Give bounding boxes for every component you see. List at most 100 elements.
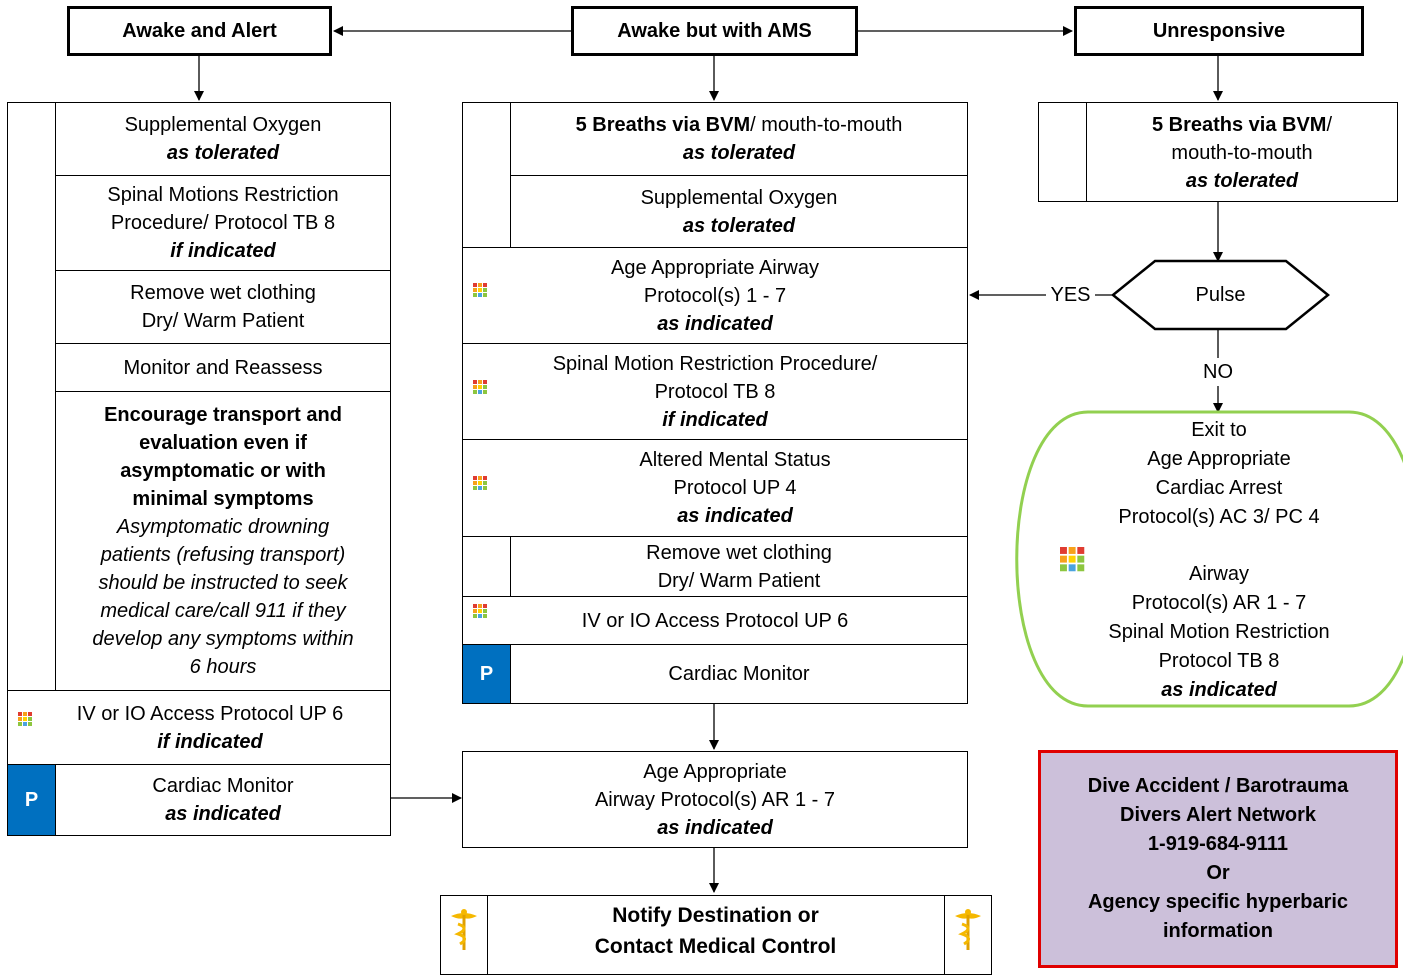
middle-oxygen-qualifier: as tolerated [682,214,796,237]
left-spinal-line2: Procedure/ Protocol TB 8 [110,212,336,234]
exit-airway-spinal: Airway Protocol(s) AR 1 - 7 Spinal Motio… [1060,560,1378,705]
middle-cardiac-monitor: Cardiac Monitor [510,645,968,703]
dive-line: information [1163,920,1273,942]
middle-spinal-qualifier: if indicated [662,408,768,431]
middle-breaths-line: 5 Breaths via BVM/ mouth-to-mouth [576,111,903,139]
left-wet-line2: Dry/ Warm Patient [141,310,305,332]
middle-airway-line2: Protocol(s) 1 - 7 [643,284,787,307]
middle-iv-io-access: IV or IO Access Protocol UP 6 [480,597,950,644]
left-spinal-qualifier: if indicated [170,240,276,262]
exit-qualifier: as indicated [1161,679,1277,701]
exit-cardiac-arrest: Exit to Age Appropriate Cardiac Arrest P… [1060,416,1378,532]
paramedic-badge: P [8,765,55,835]
left-oxygen-qualifier: as tolerated [166,142,280,164]
left-remove-wet-clothing: Remove wet clothing Dry/ Warm Patient [55,271,391,343]
encourage-line: evaluation even if [139,432,307,454]
middle-ams-line2: Protocol UP 4 [673,477,797,499]
dive-line: Dive Accident / Barotrauma [1087,775,1349,797]
no-text: NO [1203,361,1233,383]
caduceus-icon [953,908,983,952]
color-grid-icon [1060,547,1086,573]
middle-spinal-restriction: Spinal Motion Restriction Procedure/ Pro… [480,344,950,439]
breaths-bold: 5 Breaths via BVM [575,114,751,136]
notify-destination: Notify Destination or Contact Medical Co… [487,898,944,964]
dive-accident-box: Dive Accident / Barotrauma Divers Alert … [1038,750,1398,968]
right-five-breaths: 5 Breaths via BVM/ mouth-to-mouth as tol… [1086,110,1398,196]
right-breaths-line1: 5 Breaths via BVM/ [1152,111,1332,139]
left-cardiac-monitor: Cardiac Monitor as indicated [55,765,391,835]
left-oxygen-title: Supplemental Oxygen [124,114,322,136]
left-iv-io-access: IV or IO Access Protocol UP 6 if indicat… [40,691,380,764]
notify-line2: Contact Medical Control [594,935,837,958]
color-grid-icon [473,380,488,395]
exit-line: Spinal Motion Restriction [1108,621,1330,643]
header-unresponsive: Unresponsive [1074,6,1364,56]
breaths-rest: / [1326,114,1333,136]
dive-line: Or [1206,862,1230,884]
left-encourage-transport: Encourage transport and evaluation even … [55,392,391,690]
airway-final-line1: Age Appropriate [643,760,787,783]
middle-altered-mental-status: Altered Mental Status Protocol UP 4 as i… [500,440,970,536]
exit-line: Age Appropriate [1147,448,1291,470]
left-cardiac-qualifier: as indicated [165,803,281,825]
encourage-line: minimal symptoms [132,488,314,510]
color-grid-icon [18,712,33,727]
middle-iv-title: IV or IO Access Protocol UP 6 [581,609,849,632]
dive-line: Divers Alert Network [1120,804,1316,826]
left-protocol-box [7,102,391,836]
middle-oxygen-title: Supplemental Oxygen [640,186,838,209]
left-monitor-reassess: Monitor and Reassess [55,344,391,391]
left-wet-line1: Remove wet clothing [130,282,316,304]
middle-airway-line1: Age Appropriate Airway [611,256,819,279]
encourage-note-line: Asymptomatic drowning [116,516,330,538]
header-awake-and-alert: Awake and Alert [67,6,332,56]
color-grid-icon [473,604,488,619]
notify-line1: Notify Destination or [612,904,819,927]
encourage-line: asymptomatic or with [120,460,326,482]
middle-spinal-line2: Protocol TB 8 [654,380,776,403]
encourage-note-line: 6 hours [189,656,257,678]
middle-airway-qualifier: as indicated [657,312,773,335]
left-cardiac-title: Cardiac Monitor [152,775,294,797]
pulse-label: Pulse [1195,284,1246,306]
middle-wet-line1: Remove wet clothing [646,541,832,564]
left-spinal-restriction: Spinal Motions Restriction Procedure/ Pr… [55,176,391,270]
left-iv-title: IV or IO Access Protocol UP 6 [76,702,344,725]
dive-line: 1-919-684-9111 [1147,833,1289,855]
caduceus-icon [449,908,479,952]
right-breaths-qualifier: as tolerated [1185,170,1299,192]
color-grid-icon [473,283,488,298]
middle-wet-line2: Dry/ Warm Patient [657,569,821,592]
middle-cardiac-title: Cardiac Monitor [668,663,810,685]
middle-breaths-qualifier: as tolerated [682,142,796,164]
yes-text: YES [1050,284,1091,306]
airway-final-qualifier: as indicated [657,816,773,839]
middle-remove-wet-clothing: Remove wet clothing Dry/ Warm Patient [510,537,968,596]
breaths-bold: 5 Breaths via BVM [1151,114,1327,136]
breaths-rest: / mouth-to-mouth [750,114,903,136]
middle-supplemental-oxygen: Supplemental Oxygen as tolerated [510,176,968,247]
header-awake-with-ams: Awake but with AMS [571,6,858,56]
exit-line: Cardiac Arrest [1155,477,1283,499]
color-grid-icon [473,476,488,491]
no-label: NO [1195,358,1241,386]
left-spinal-line1: Spinal Motions Restriction [107,184,339,206]
airway-protocol-final: Age Appropriate Airway Protocol(s) AR 1 … [462,751,968,848]
exit-line: Exit to [1191,419,1247,441]
left-monitor-title: Monitor and Reassess [123,356,323,379]
encourage-note-line: medical care/call 911 if they [100,600,346,622]
middle-spinal-line1: Spinal Motion Restriction Procedure/ [552,352,878,375]
middle-ams-line1: Altered Mental Status [639,449,831,471]
left-supplemental-oxygen: Supplemental Oxygen as tolerated [55,103,391,175]
encourage-line: Encourage transport and [104,404,342,426]
encourage-note-line: should be instructed to seek [98,572,348,594]
encourage-note-line: patients (refusing transport) [100,544,346,566]
exit-line: Airway [1188,563,1249,585]
pulse-decision: Pulse [1155,281,1286,309]
airway-final-line2: Airway Protocol(s) AR 1 - 7 [594,788,836,811]
right-breaths-line2: mouth-to-mouth [1171,142,1313,164]
right-breaths-box [1038,102,1398,202]
middle-five-breaths: 5 Breaths via BVM/ mouth-to-mouth as tol… [510,103,968,175]
middle-ams-qualifier: as indicated [677,505,793,527]
middle-protocol-box [462,102,968,704]
